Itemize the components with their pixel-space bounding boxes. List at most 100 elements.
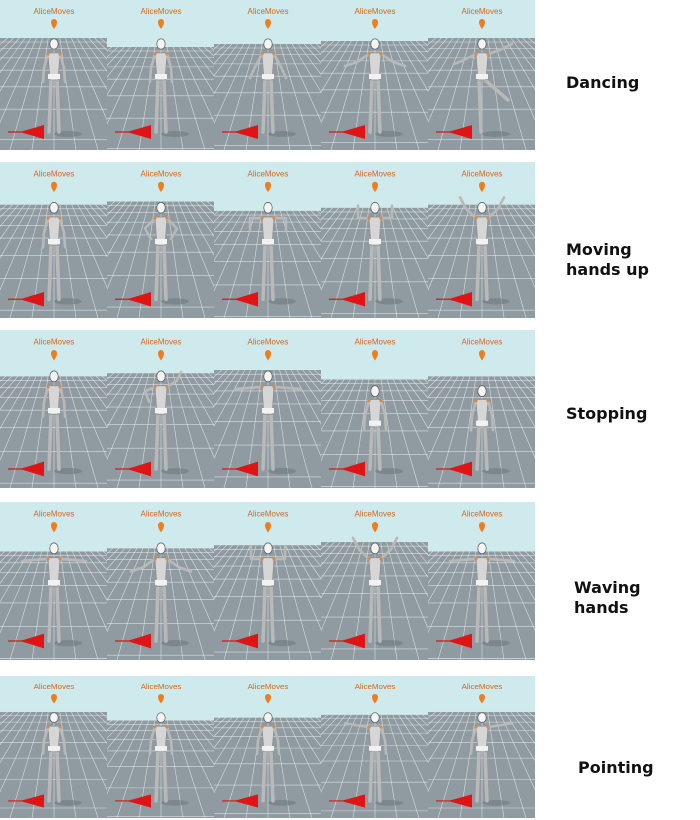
grid-line (392, 207, 428, 289)
left-leg (47, 412, 53, 471)
location-marker-icon (265, 350, 271, 361)
grid-line (65, 37, 99, 150)
pelvis (155, 238, 167, 245)
frame-image: AliceMoves (214, 162, 321, 318)
character-label: AliceMoves (34, 7, 75, 16)
grid-line (279, 717, 313, 818)
character-label: AliceMoves (34, 682, 75, 691)
grid-line (428, 37, 460, 92)
grid-line (107, 373, 138, 428)
left-leg (368, 78, 374, 134)
grid-line (499, 711, 535, 791)
grid-line (404, 207, 428, 240)
grid-line (0, 204, 31, 259)
torso (368, 399, 382, 428)
shoulder-joint (58, 385, 62, 389)
pelvis (262, 74, 274, 79)
frame-scene: AliceMoves (321, 330, 428, 488)
grid-line (409, 541, 428, 565)
head (49, 542, 59, 555)
character-label: AliceMoves (355, 7, 396, 16)
grid-line (107, 372, 132, 409)
grid-line (65, 711, 99, 818)
right-arm (486, 399, 495, 432)
character-label: AliceMoves (248, 169, 289, 178)
location-marker-icon (51, 181, 57, 193)
character-label: AliceMoves (248, 682, 289, 691)
torso (368, 52, 382, 81)
character-label: AliceMoves (248, 7, 289, 16)
head (156, 38, 166, 50)
animation-frame: AliceMoves (107, 162, 214, 318)
shoulder-joint (379, 216, 383, 220)
frame-image: AliceMoves (214, 676, 321, 818)
location-marker-icon (479, 693, 485, 704)
grid-line (0, 711, 26, 746)
pelvis (476, 74, 488, 79)
left-arm (469, 725, 478, 755)
grid-line (178, 373, 214, 458)
grid-line (428, 37, 465, 124)
left-arm (362, 399, 371, 432)
grid-line (321, 40, 346, 75)
grid-line (0, 37, 32, 92)
grid-line (279, 545, 313, 660)
character-figure (41, 201, 82, 305)
grid-line (214, 43, 239, 77)
grid-line (9, 551, 42, 660)
right-leg (55, 584, 61, 643)
shadow (268, 298, 296, 305)
grid-line (214, 369, 246, 427)
head (370, 542, 380, 555)
right-leg (483, 243, 489, 302)
character-figure (41, 370, 82, 475)
character-figure (362, 385, 403, 475)
torso (475, 399, 489, 428)
frame-image: AliceMoves (321, 162, 428, 318)
frame-image: AliceMoves (107, 676, 214, 818)
location-marker-icon (158, 522, 164, 533)
grid-line (506, 551, 535, 601)
shadow (482, 639, 510, 647)
shoulder-joint (153, 557, 157, 561)
pelvis (262, 407, 274, 414)
right-leg (55, 78, 61, 134)
animation-frame: AliceMoves (0, 676, 107, 818)
location-marker-icon (372, 522, 378, 533)
right-leg (376, 243, 382, 302)
grid-line (107, 548, 138, 602)
location-marker-icon (51, 19, 57, 29)
right-arm (486, 196, 506, 220)
grid-line (321, 379, 357, 462)
right-arm (379, 399, 388, 432)
grid-line (191, 720, 214, 749)
left-arm (469, 399, 478, 432)
pelvis (476, 420, 488, 426)
shadow (482, 131, 510, 137)
pelvis (48, 746, 60, 751)
grid-line (321, 714, 340, 736)
animation-frame: AliceMoves (214, 162, 321, 318)
animation-frame: AliceMoves (428, 330, 535, 488)
head (49, 370, 59, 383)
grid-line (330, 541, 364, 660)
grid-line (321, 379, 351, 431)
row-label-stopping: Stopping (566, 404, 648, 423)
grid-line (321, 40, 352, 94)
grid-line (82, 711, 107, 744)
left-leg (475, 425, 481, 471)
head (49, 712, 59, 723)
grid-line (285, 717, 321, 792)
character-figure (148, 38, 189, 137)
shoulder-joint (260, 52, 264, 56)
right-leg (376, 584, 382, 643)
grid-line (398, 40, 428, 92)
shadow (268, 639, 296, 647)
grid-line (214, 369, 240, 408)
grid-line (321, 207, 352, 260)
grid-line (387, 379, 420, 488)
grid-line (107, 46, 125, 66)
grid-line (392, 40, 428, 122)
character-figure (249, 542, 296, 647)
row-label-waving-hands: Waving hands (574, 578, 641, 617)
